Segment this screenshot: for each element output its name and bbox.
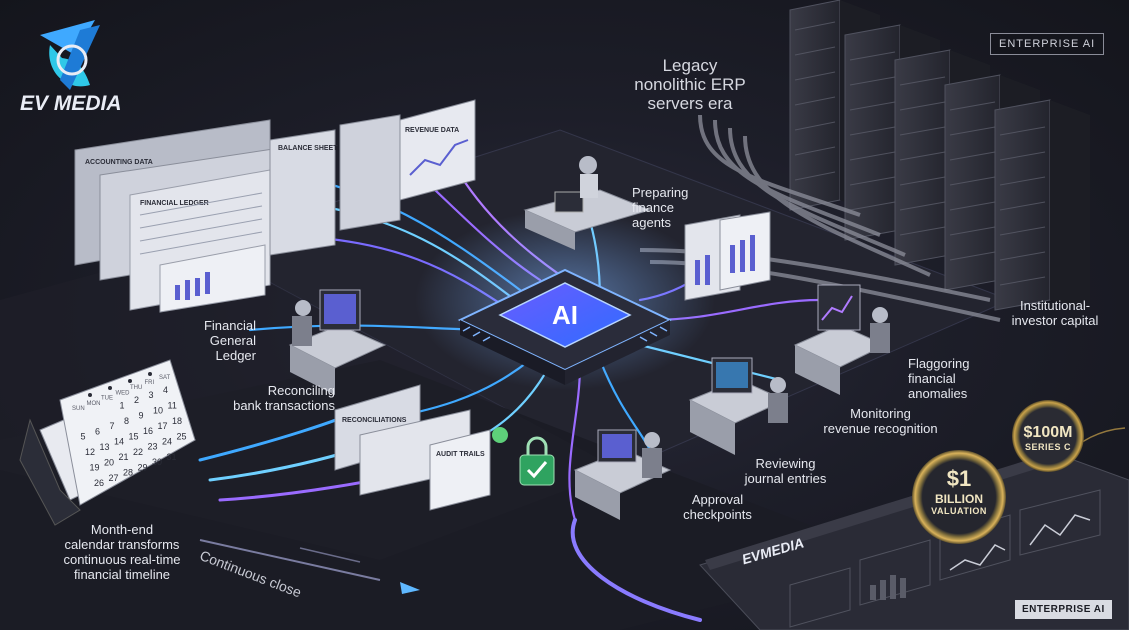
- check-icon: [526, 461, 548, 479]
- audit-documents: RECONCILIATIONS AUDIT TRAILS: [334, 384, 555, 511]
- chip-label: AI: [552, 300, 578, 330]
- calendar-days: 1234567891011121314151617181920212223242…: [81, 385, 187, 488]
- calendar-day: 12: [85, 447, 95, 457]
- server-racks: [789, 0, 1090, 311]
- valuation-coin: $1 BILLION VALUATION: [912, 450, 1006, 544]
- calendar-weekday: FRI: [145, 380, 155, 386]
- calendar-day: 24: [162, 437, 172, 447]
- revenue-doc-title: REVENUE DATA: [405, 127, 459, 134]
- desk-ledger: [288, 289, 387, 395]
- calendar-weekday: MON: [87, 401, 101, 407]
- balance-doc-title: BALANCE SHEET: [278, 145, 338, 152]
- agent-desks: [288, 156, 890, 520]
- calendar-day: 22: [133, 447, 143, 457]
- calendar-day: 11: [168, 400, 177, 410]
- timeline-line: [199, 539, 420, 594]
- calendar-day: 18: [172, 416, 182, 426]
- calendar-day: 4: [163, 385, 168, 395]
- desk-preparing: [523, 156, 652, 250]
- audit-doc-title: AUDIT TRAILS: [436, 451, 485, 458]
- calendar-day: 15: [129, 431, 139, 441]
- desk-monitoring: [688, 357, 788, 455]
- calendar-weekday: WED: [116, 390, 131, 396]
- calendar-day: 27: [109, 473, 119, 483]
- calendar-day: 1: [120, 400, 125, 410]
- calendar-day: 17: [158, 421, 168, 431]
- brand-logo-icon: [40, 20, 100, 90]
- calendar-day: 31: [167, 452, 177, 462]
- calendar-weekday: TUE: [101, 396, 113, 402]
- link-icon: [492, 427, 508, 443]
- desk-flagging: [793, 284, 890, 395]
- enterprise-ai-badge-bottom: ENTERPRISE AI: [1015, 600, 1112, 619]
- reconcile-doc-title: RECONCILIATIONS: [342, 417, 407, 424]
- calendar-day: 26: [94, 478, 104, 488]
- ledger-documents: ACCOUNTING DATA FINANCIAL LEDGER BALANCE…: [74, 99, 476, 313]
- calendar-day: 5: [81, 432, 86, 442]
- calendar-weekday: SAT: [159, 375, 171, 381]
- chart-screens: [684, 211, 771, 301]
- calendar-weekday: SUN: [72, 406, 85, 412]
- calendar-day: 9: [139, 411, 144, 421]
- server-rack: [994, 99, 1090, 311]
- lock-icon: [526, 436, 548, 455]
- calendar-weekday: THU: [130, 385, 142, 391]
- series-c-coin: $100M SERIES C: [1012, 400, 1084, 472]
- calendar-day: 19: [90, 463, 100, 473]
- calendar-day: 30: [152, 457, 162, 467]
- calendar-day: 21: [119, 452, 129, 462]
- calendar-day: 16: [143, 426, 153, 436]
- calendar-day: 8: [124, 416, 129, 426]
- calendar-day: 23: [148, 442, 158, 452]
- calendar-day: 14: [114, 437, 124, 447]
- calendar-day: 13: [100, 442, 110, 452]
- brand-logo-text: EV MEDIA: [20, 92, 122, 115]
- calendar-day: 7: [110, 421, 115, 431]
- calendar-day: 10: [153, 406, 163, 416]
- calendar-day: 20: [104, 457, 114, 467]
- calendar-day: 25: [177, 431, 187, 441]
- calendar-day: 6: [95, 426, 100, 436]
- desk-approval: [573, 429, 672, 520]
- month-calendar: 1234567891011121314151617181920212223242…: [19, 359, 196, 526]
- ledger-doc-title: FINANCIAL LEDGER: [140, 200, 209, 207]
- calendar-day: 3: [149, 390, 154, 400]
- ai-chip: AI: [415, 210, 715, 390]
- enterprise-ai-badge-top: ENTERPRISE AI: [990, 33, 1105, 55]
- accounting-doc-title: ACCOUNTING DATA: [85, 159, 153, 166]
- calendar-day: 2: [134, 395, 139, 405]
- calendar-day: 28: [123, 468, 133, 478]
- institutional-capital-label: Institutional-investor capital: [1011, 298, 1099, 328]
- calendar-day: 29: [138, 462, 148, 472]
